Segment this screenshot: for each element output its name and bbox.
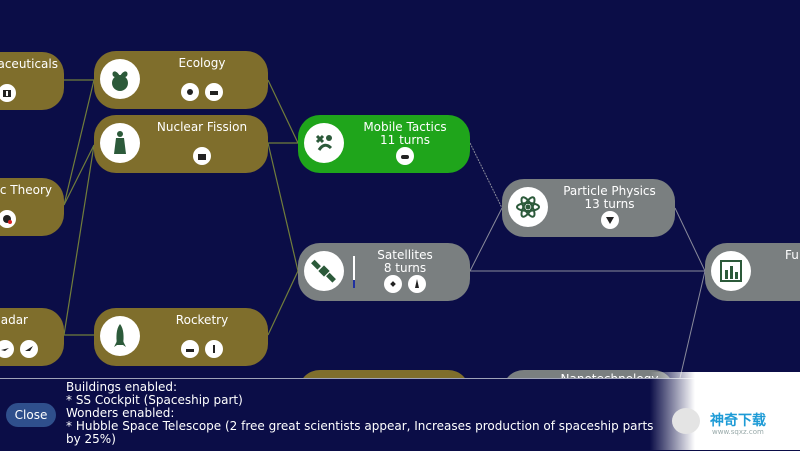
solar-icon [181,83,199,101]
tech-description: Buildings enabled: * SS Cockpit (Spacesh… [66,381,666,446]
tactics-icon [304,123,344,163]
tech-title: Rocketry [175,313,229,327]
wonder-entry: * Hubble Space Telescope (2 free great s… [66,419,654,446]
progress-bar [353,256,355,288]
radiation-icon [0,210,16,228]
missile-icon [205,340,223,358]
progress-fill [353,280,355,288]
watermark: 神奇下载 www.sqxz.com [650,372,800,450]
tech-node-particle-physics[interactable]: Particle Physics 13 turns [502,179,675,237]
watermark-logo-icon [672,408,700,434]
tech-title: Ecology [178,56,226,70]
watermark-url: www.sqxz.com [712,428,764,436]
wonders-heading: Wonders enabled: [66,406,175,420]
tech-title: aceuticals [0,57,58,71]
chart-icon [711,251,751,291]
watermark-text: 神奇下载 [710,413,766,429]
rocket-icon [100,316,140,356]
tech-title: Mobile Tactics [363,120,447,134]
tank-icon [396,147,414,165]
tech-title: Satellites [377,248,433,262]
tech-node-mobile-tactics[interactable]: Mobile Tactics 11 turns [298,115,470,173]
buildings-heading: Buildings enabled: [66,380,178,394]
tech-turns: 8 turns [383,261,427,275]
tech-node-satellites[interactable]: Satellites 8 turns [298,243,470,301]
tech-node-radar[interactable]: adar [0,308,64,366]
cooling-tower-icon [100,123,140,163]
collider-icon [600,211,619,229]
tech-node-nuclear-fission[interactable]: Nuclear Fission [94,115,268,173]
tech-title: Particle Physics [563,184,656,198]
artillery-icon [181,340,199,358]
tech-turns: 13 turns [584,197,635,211]
hospital-icon [0,84,16,102]
tech-node-rocketry[interactable]: Rocketry [94,308,268,366]
jet-icon [20,340,38,358]
spaceship-icon [408,275,426,293]
tech-node-pharmaceuticals[interactable]: aceuticals [0,52,64,110]
building-entry: * SS Cockpit (Spaceship part) [66,393,243,407]
satellite-unit-icon [384,275,402,293]
reactor-icon [193,147,211,165]
satellite-icon [304,251,344,291]
atom-orbit-icon [508,187,548,227]
tech-title: Nuclear Fission [156,120,248,134]
plant-globe-icon [100,59,140,99]
farm-icon [205,83,223,101]
tech-node-ecology[interactable]: Ecology [94,51,268,109]
close-button[interactable]: Close [6,403,56,427]
tech-turns: 11 turns [380,133,430,147]
tech-title: ic Theory [0,183,52,197]
tech-title: Fu [785,248,799,262]
tech-node-future[interactable]: Fu [705,243,800,301]
tech-node-atomic-theory[interactable]: ic Theory [0,178,64,236]
tech-title: adar [0,313,28,327]
plane-icon [0,340,14,358]
